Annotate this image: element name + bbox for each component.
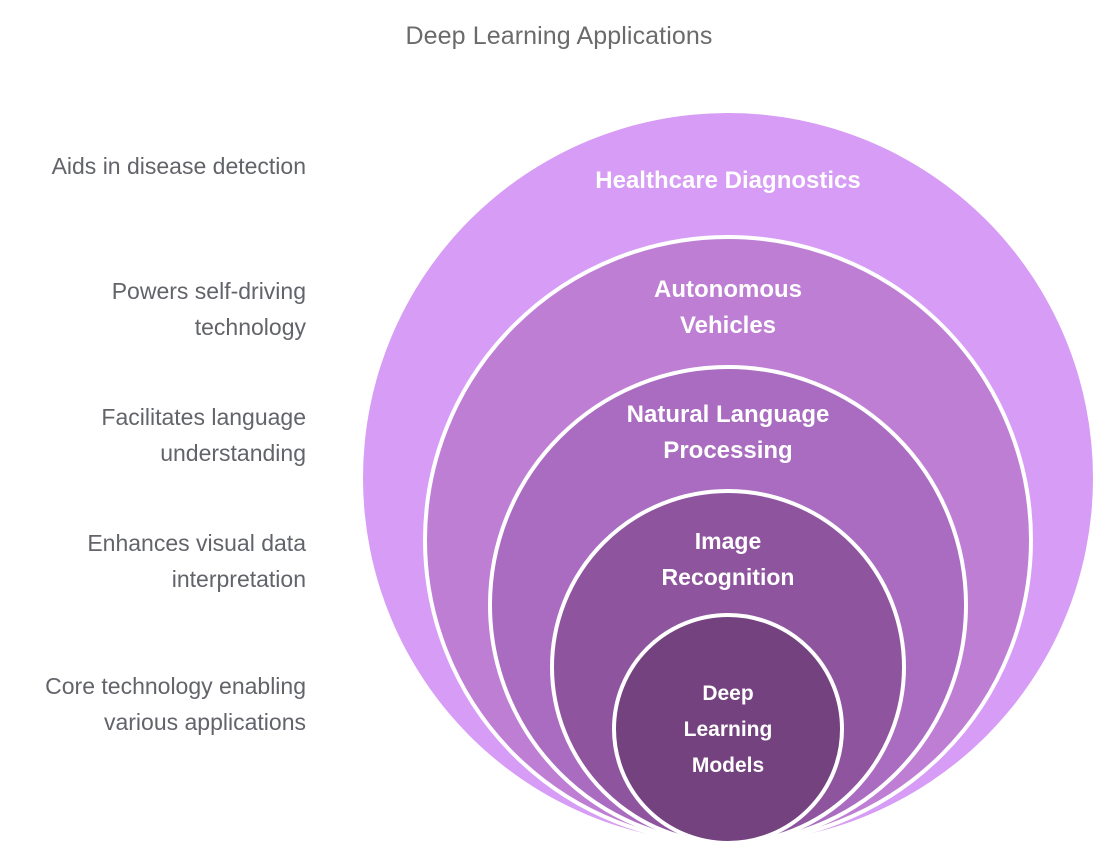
ring-circle-deep-learning[interactable] [612,613,844,845]
ring-label-autonomous: Autonomous Vehicles [654,276,802,339]
side-label-nlp: Facilitates language understanding [101,404,306,466]
side-label-healthcare: Aids in disease detection [51,153,306,179]
ring-label-healthcare: Healthcare Diagnostics [595,167,861,194]
page-title: Deep Learning Applications [405,22,713,50]
ring-label-deep-learning: Deep Learning Models [683,682,773,777]
side-label-deep-learning: Core technology enabling various applica… [45,673,306,735]
ring-label-nlp: Natural Language Processing [626,401,830,464]
side-label-autonomous: Powers self-driving technology [111,278,306,340]
ring-label-image-recognition: Image Recognition [661,528,795,590]
side-labels-column: Aids in disease detection Powers self-dr… [0,0,320,866]
side-label-image-recognition: Enhances visual data interpretation [87,530,306,592]
